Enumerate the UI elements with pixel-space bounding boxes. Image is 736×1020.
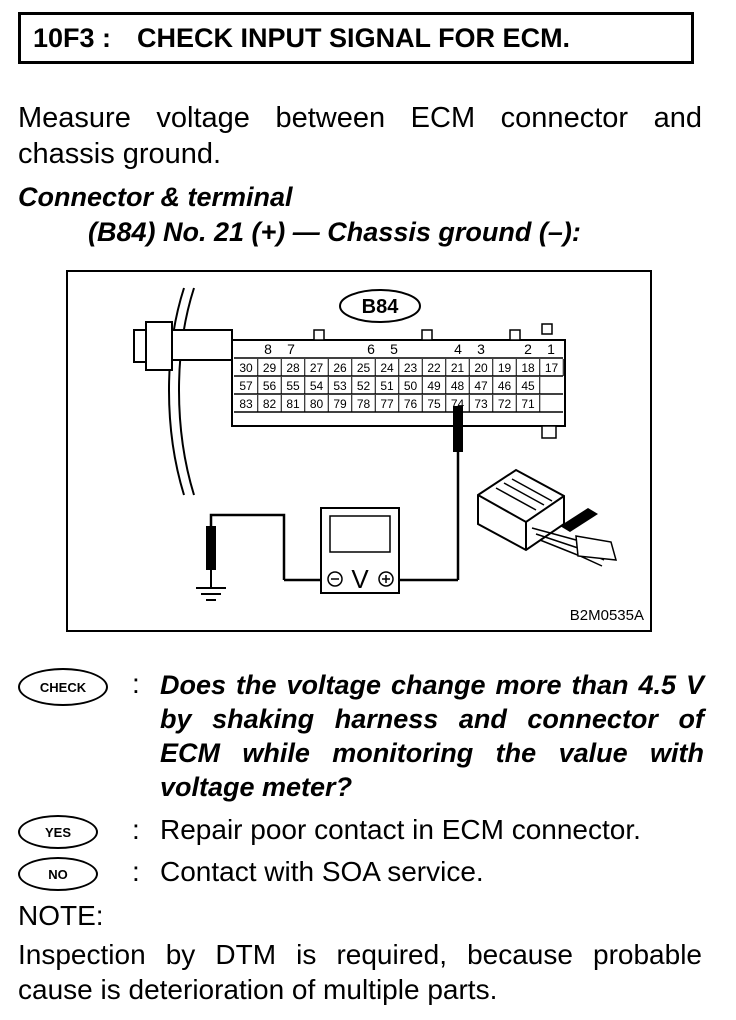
row2-terminal: 23 — [404, 361, 418, 375]
no-badge: NO — [18, 857, 98, 891]
connector-sketch — [477, 468, 618, 567]
row4-terminal: 76 — [404, 397, 418, 411]
top-row-terminal: 7 — [287, 341, 295, 357]
note-label: NOTE: — [18, 900, 104, 931]
row2-terminal: 25 — [357, 361, 371, 375]
row3-terminal: 49 — [427, 379, 441, 393]
connector-heading: Connector & terminal — [18, 182, 293, 212]
step-code: 10F3 : — [33, 22, 112, 53]
negative-probe — [196, 513, 321, 601]
ground-icon — [196, 587, 226, 601]
instruction-text: Measure voltage between ECM connector an… — [18, 102, 702, 170]
row2-terminal: 19 — [498, 361, 512, 375]
row3-terminal: 57 — [239, 379, 253, 393]
meter-symbol: V — [351, 564, 369, 594]
row2-terminal: 21 — [451, 361, 465, 375]
row3-terminal: 50 — [404, 379, 418, 393]
row2-terminal: 29 — [263, 361, 277, 375]
row3-terminal: 56 — [263, 379, 277, 393]
note-text: Inspection by DTM is required, because p… — [18, 939, 702, 1005]
row4-terminal: 77 — [380, 397, 394, 411]
check-colon: : — [132, 668, 140, 699]
row3-terminal: 48 — [451, 379, 465, 393]
row4-terminal: 81 — [286, 397, 300, 411]
row2-terminal: 26 — [333, 361, 347, 375]
row3-terminal: 55 — [286, 379, 300, 393]
connector-id: B84 — [362, 296, 400, 318]
check-badge: CHECK — [18, 668, 108, 706]
top-row-terminal: 6 — [367, 341, 375, 357]
row3-terminal: 51 — [380, 379, 394, 393]
row3-terminal: 54 — [310, 379, 324, 393]
step-title: CHECK INPUT SIGNAL FOR ECM. — [137, 22, 571, 53]
row3-terminal: 53 — [333, 379, 347, 393]
figure-code: B2M0535A — [570, 607, 644, 624]
row4-terminal: 71 — [521, 397, 535, 411]
top-row-terminal: 8 — [264, 341, 272, 357]
top-row-terminal: 4 — [454, 341, 462, 357]
top-row-terminal: 3 — [477, 341, 485, 357]
row4-terminal: 80 — [310, 397, 324, 411]
row4-terminal: 79 — [333, 397, 347, 411]
connector-id-ellipse — [339, 289, 421, 323]
row4-terminal: 73 — [474, 397, 488, 411]
yes-colon: : — [132, 814, 140, 845]
positive-probe — [399, 406, 463, 582]
yes-answer: Repair poor contact in ECM connector. — [160, 814, 641, 845]
row3-terminal: 52 — [357, 379, 371, 393]
row2-terminal: 18 — [521, 361, 535, 375]
row4-terminal: 78 — [357, 397, 371, 411]
row2-terminal: 30 — [239, 361, 253, 375]
voltmeter: V — [320, 507, 400, 594]
yes-badge: YES — [18, 815, 98, 849]
row4-terminal: 72 — [498, 397, 512, 411]
check-question: Does the voltage change more than 4.5 V … — [160, 670, 704, 802]
connector-detail: (B84) No. 21 (+) — Chassis ground (–): — [88, 217, 581, 247]
row2-terminal: 20 — [474, 361, 488, 375]
no-colon: : — [132, 856, 140, 887]
top-row-terminal: 2 — [524, 341, 532, 357]
row2-terminal: 17 — [545, 361, 559, 375]
top-row-terminal: 5 — [390, 341, 398, 357]
row4-terminal: 75 — [427, 397, 441, 411]
row4-terminal: 83 — [239, 397, 253, 411]
step-title-box: 10F3 : CHECK INPUT SIGNAL FOR ECM. — [18, 12, 694, 64]
top-row-terminal: 1 — [547, 341, 555, 357]
row2-terminal: 22 — [427, 361, 441, 375]
row3-terminal: 46 — [498, 379, 512, 393]
row3-terminal: 45 — [521, 379, 535, 393]
row2-terminal: 27 — [310, 361, 324, 375]
no-answer: Contact with SOA service. — [160, 856, 484, 887]
row3-terminal: 47 — [474, 379, 488, 393]
row2-terminal: 24 — [380, 361, 394, 375]
row4-terminal: 82 — [263, 397, 277, 411]
row2-terminal: 28 — [286, 361, 300, 375]
